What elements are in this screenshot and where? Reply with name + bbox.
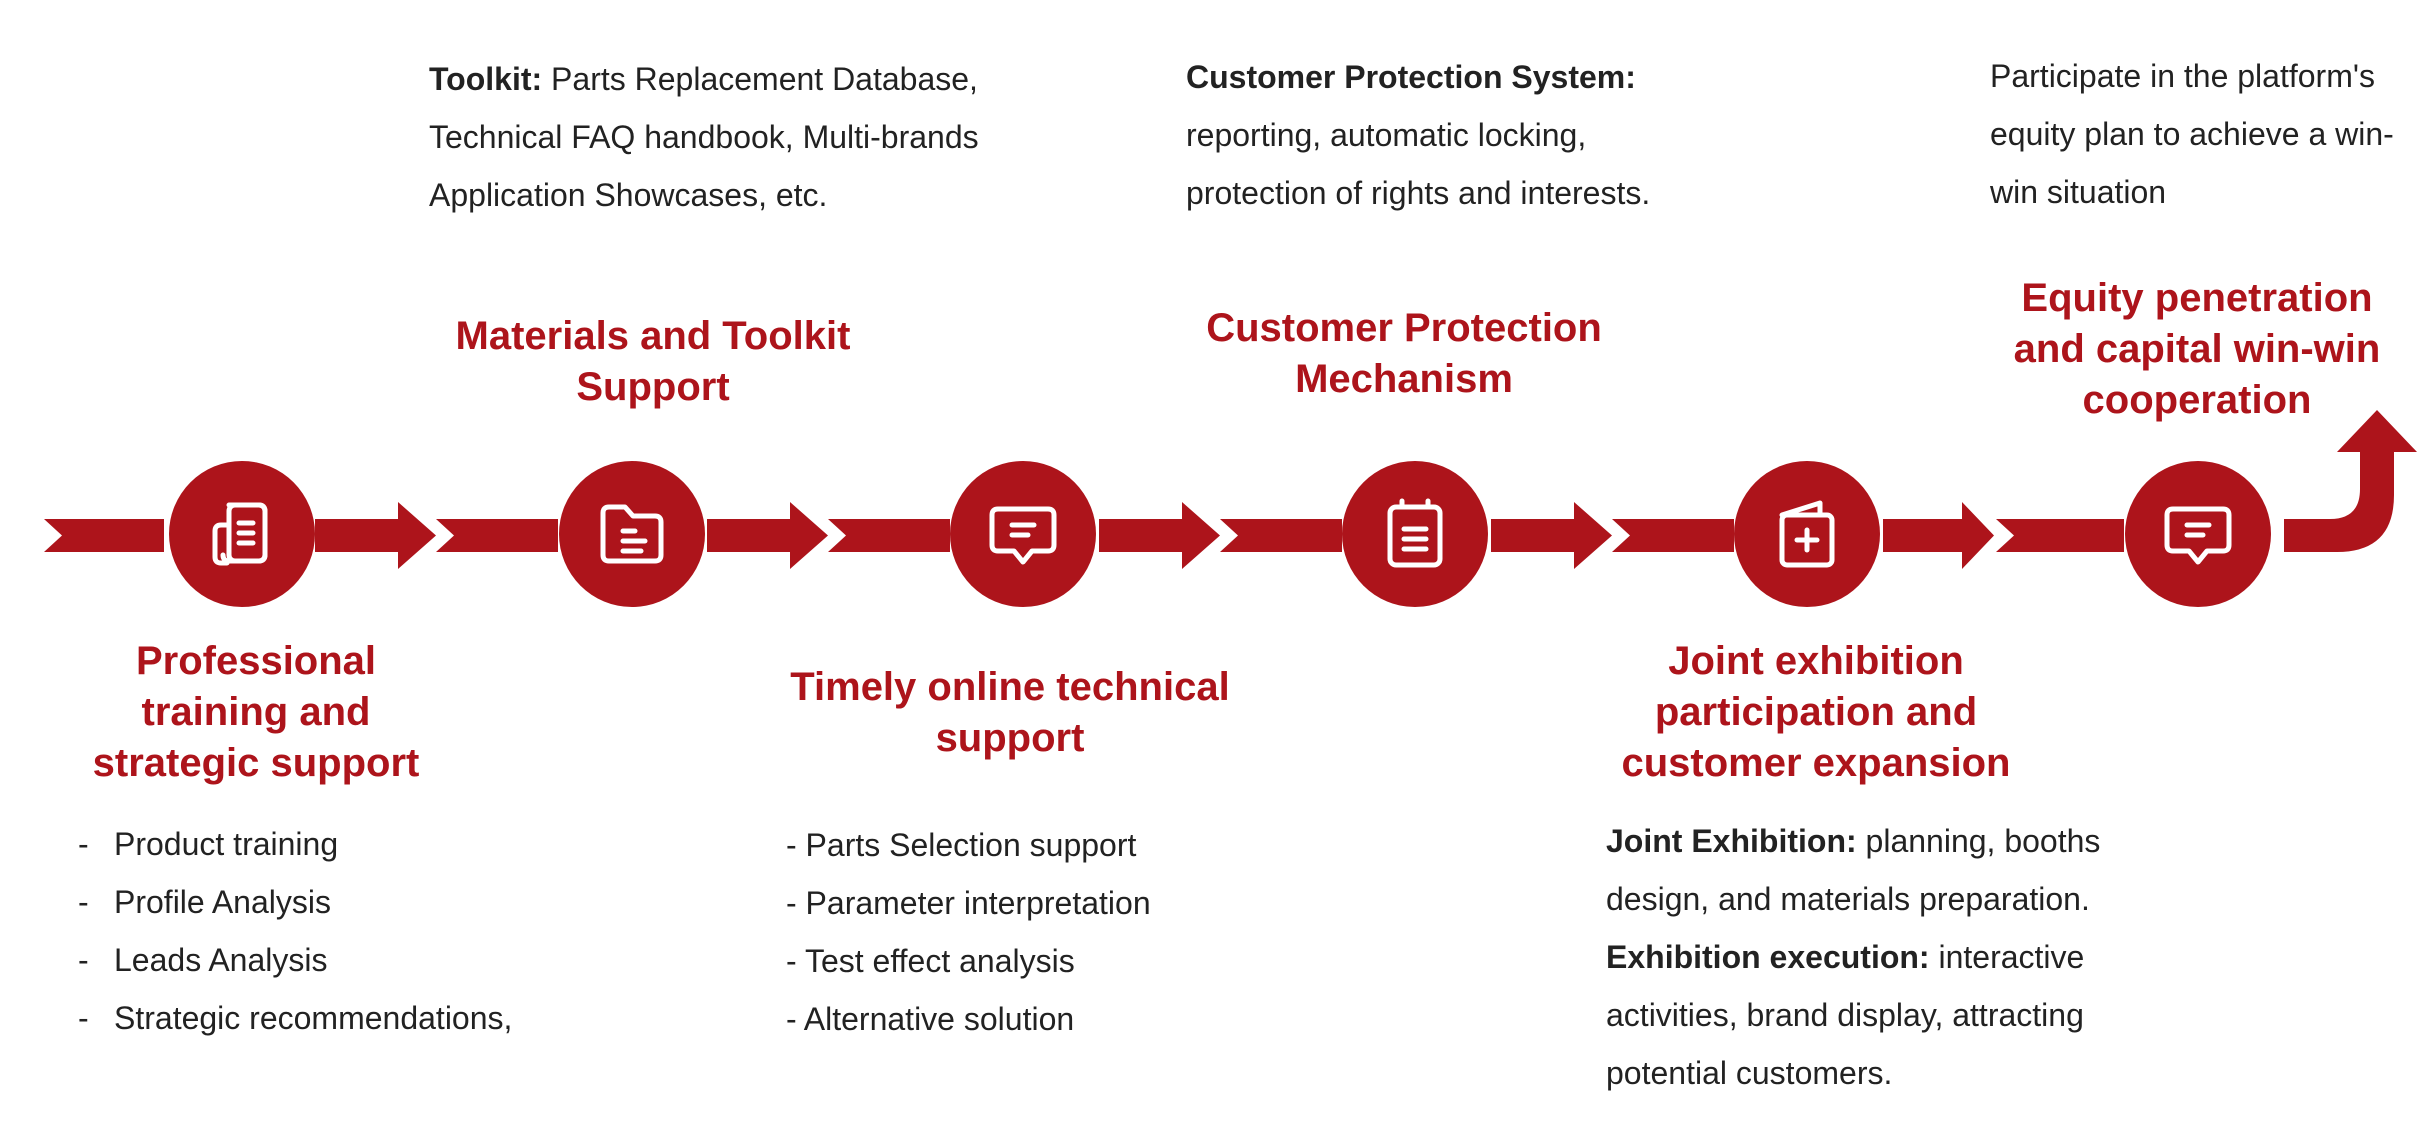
stage-6-icon-circle: [2125, 461, 2271, 607]
list-item: -Leads Analysis: [78, 942, 328, 978]
list-item: - Alternative solution: [786, 1001, 1075, 1037]
arrow-1: [315, 502, 436, 569]
arrow-2: [707, 502, 828, 569]
arrow-tail-6: [1996, 519, 2124, 552]
stage-4-description: Customer Protection System: reporting, a…: [1186, 59, 1651, 211]
stage-6-title: Equity penetration and capital win-win c…: [2013, 276, 2381, 422]
list-item: - Parameter interpretation: [786, 885, 1151, 921]
clipboard-icon: [1387, 498, 1443, 568]
stage-5-icon-circle: [1734, 461, 1880, 607]
arrow-tail-4: [1220, 519, 1342, 552]
stage-2-title: Materials and Toolkit Support: [455, 314, 851, 409]
stage-5-title: Joint exhibition participation and custo…: [1621, 639, 2011, 785]
arrow-tail-3: [828, 519, 950, 552]
list-item: -Strategic recommendations,: [78, 1000, 513, 1036]
stage-1-bullets: -Product training -Profile Analysis -Lea…: [78, 815, 678, 1047]
stage-3-icon-circle: [950, 461, 1096, 607]
arrow-upturn: [2284, 410, 2417, 552]
stage-1-icon-circle: [169, 461, 315, 607]
medical-folder-icon: [1779, 500, 1835, 568]
stage-5-description: Joint Exhibition: planning, booths desig…: [1606, 823, 2101, 1091]
arrow-4: [1491, 502, 1612, 569]
list-item: -Product training: [78, 826, 339, 862]
arrow-tail-2: [436, 519, 558, 552]
arrow-3: [1099, 502, 1220, 569]
folder-icon: [600, 504, 664, 564]
stage-3-bullets: - Parts Selection support - Parameter in…: [786, 816, 1286, 1048]
arrow-5: [1883, 502, 1994, 569]
chat-bubble-icon: [989, 506, 1057, 565]
stage-4-icon-circle: [1342, 461, 1488, 607]
chat-bubble-icon: [2164, 506, 2232, 565]
stage-6-description: Participate in the platform's equity pla…: [1990, 58, 2394, 210]
stage-1-title: Professional training and strategic supp…: [92, 639, 420, 785]
document-stack-icon: [212, 502, 268, 566]
arrow-tail-1: [44, 519, 164, 552]
list-item: -Profile Analysis: [78, 884, 331, 920]
stage-2-description: Toolkit: Parts Replacement Database, Tec…: [429, 61, 979, 213]
list-item: - Parts Selection support: [786, 827, 1137, 863]
list-item: - Test effect analysis: [786, 943, 1075, 979]
stage-4-title: Customer Protection Mechanism: [1206, 306, 1602, 401]
stage-2-icon-circle: [559, 461, 705, 607]
stage-3-title: Timely online technical support: [790, 665, 1230, 760]
arrow-tail-5: [1612, 519, 1734, 552]
